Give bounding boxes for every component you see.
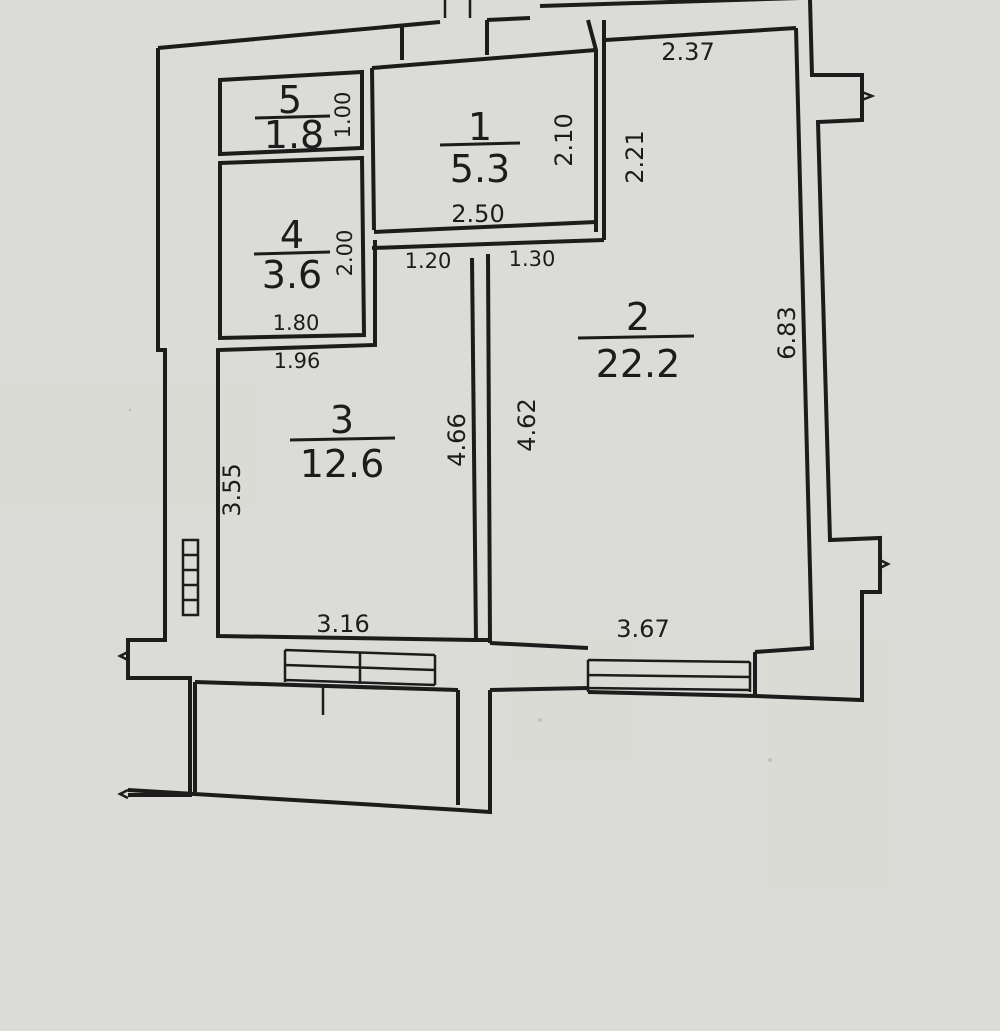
dim-room1-width: 2.50 [451, 200, 504, 228]
dimensions: 2.37 1.00 2.10 2.21 2.50 2.00 1.20 1.30 … [218, 38, 801, 643]
dim-room5-height: 1.00 [331, 92, 355, 139]
dim-room2-width: 3.67 [616, 615, 669, 643]
room-3-number: 3 [330, 398, 354, 442]
dim-corridor-right: 1.30 [509, 247, 556, 271]
dim-room3-right-height: 4.66 [443, 413, 471, 466]
dim-room3-left-height: 3.55 [218, 463, 246, 516]
room-2-area: 22.2 [596, 342, 681, 386]
dim-room2-height: 6.83 [773, 306, 801, 359]
room-4-number: 4 [280, 213, 304, 257]
room-1-number: 1 [468, 105, 492, 149]
top-edge-marks [443, 0, 472, 18]
dim-room4-width: 1.80 [273, 311, 320, 335]
room-4-area: 3.6 [262, 253, 322, 297]
dim-room1-height: 2.10 [550, 113, 578, 166]
dim-room3-top-width: 1.96 [274, 349, 321, 373]
room-5-number: 5 [278, 78, 302, 122]
interior-walls [216, 19, 606, 644]
room-5-label: 5 1.8 [254, 78, 331, 157]
room-5-area: 1.8 [264, 113, 324, 157]
dim-corridor-left: 1.20 [405, 249, 452, 273]
dim-room4-height: 2.00 [333, 230, 357, 277]
wall-notches [117, 90, 891, 800]
room-3-label: 3 12.6 [289, 398, 396, 486]
room-2-number: 2 [626, 295, 650, 339]
dim-room2-top-height: 2.21 [621, 130, 649, 183]
dim-top-right: 2.37 [661, 38, 714, 66]
outer-walls [126, 0, 882, 815]
room-4-label: 4 3.6 [253, 213, 331, 297]
dim-room3-width: 3.16 [316, 610, 369, 638]
dim-room2-left-height: 4.62 [513, 398, 541, 451]
room-3-area: 12.6 [300, 442, 385, 486]
room-2-label: 2 22.2 [577, 295, 695, 386]
room-1-label: 1 5.3 [439, 105, 521, 191]
room-1-area: 5.3 [450, 147, 510, 191]
